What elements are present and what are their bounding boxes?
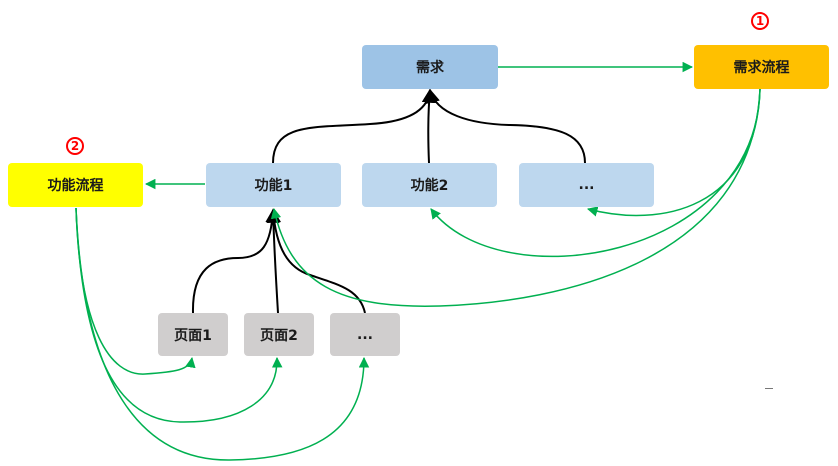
feature-1-label: 功能1: [254, 178, 293, 194]
link-feature-more-to-requirement: [426, 88, 586, 164]
page-1-label: 页面1: [174, 327, 212, 344]
link-page1-to-feature1: [191, 208, 280, 314]
feature-flow-node[interactable]: 功能流程: [8, 163, 143, 207]
marker-one-label: 1: [755, 14, 765, 28]
requirement-flow-label: 需求流程: [733, 60, 790, 76]
marker-two-label: 2: [70, 139, 80, 153]
feature-2-label: 功能2: [410, 178, 449, 194]
requirement-node[interactable]: 需求: [362, 45, 498, 89]
page-1-node[interactable]: 页面1: [158, 313, 228, 356]
feature-2-node[interactable]: 功能2: [362, 163, 497, 207]
link-feature1-to-requirement: [272, 88, 436, 164]
page-2-label: 页面2: [260, 327, 298, 344]
feature-more-label: ...: [578, 177, 595, 193]
page-2-node[interactable]: 页面2: [244, 313, 314, 356]
link-feature2-to-requirement: [421, 88, 436, 164]
page-more-label: ...: [357, 326, 373, 343]
marker-two: 2: [66, 137, 84, 155]
feature-flow-label: 功能流程: [47, 178, 104, 194]
stray-dash: [765, 388, 773, 389]
flow-requirement-to-feature2: [430, 88, 761, 258]
marker-one: 1: [751, 12, 769, 30]
feature-1-node[interactable]: 功能1: [206, 163, 341, 207]
flow-feature-to-page-more: [75, 207, 370, 461]
requirement-label: 需求: [416, 60, 444, 76]
requirement-flow-node[interactable]: 需求流程: [694, 45, 829, 89]
feature-more-node[interactable]: ...: [519, 163, 654, 207]
page-more-node[interactable]: ...: [330, 313, 400, 356]
flow-requirement-to-feature1: [270, 88, 761, 307]
